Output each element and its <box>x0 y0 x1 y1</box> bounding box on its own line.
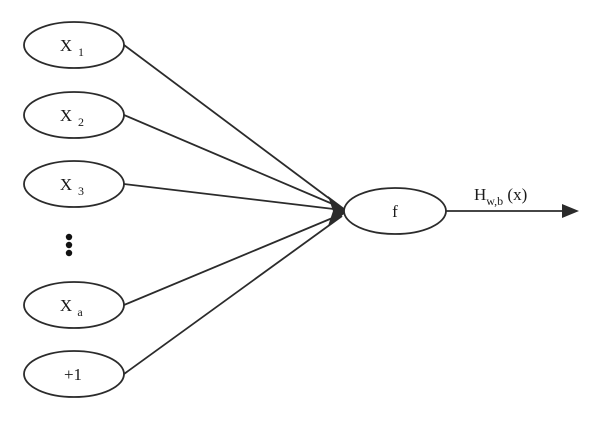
svg-text:2: 2 <box>78 115 84 129</box>
input-node-xa: X a <box>23 281 125 329</box>
function-node-f: f <box>343 187 447 235</box>
edge-x1-to-f <box>123 44 343 209</box>
edge-x2-to-f <box>123 114 343 209</box>
svg-text:1: 1 <box>78 45 84 59</box>
edge-bias-to-f <box>123 215 343 375</box>
input-node-bias: +1 <box>23 350 125 398</box>
svg-text:3: 3 <box>78 184 84 198</box>
edge-x3-to-f <box>123 183 343 211</box>
svg-text:f: f <box>392 202 398 221</box>
svg-text:Hw,b (x): Hw,b (x) <box>474 185 527 208</box>
input-node-x1: X 1 <box>23 21 125 69</box>
output-label: Hw,b (x) <box>474 185 527 208</box>
input-node-x2: X 2 <box>23 91 125 139</box>
converge-arrowhead <box>328 196 348 226</box>
output-arrowhead-icon <box>562 204 579 218</box>
svg-text:X: X <box>60 106 72 125</box>
svg-text:X: X <box>60 175 72 194</box>
vertical-ellipsis-icon <box>65 233 73 257</box>
edge-xa-to-f <box>123 213 343 306</box>
svg-text:X: X <box>60 36 72 55</box>
svg-text:a: a <box>77 305 83 319</box>
svg-text:X: X <box>60 296 72 315</box>
svg-text:+1: +1 <box>64 365 82 384</box>
input-node-x3: X 3 <box>23 160 125 208</box>
